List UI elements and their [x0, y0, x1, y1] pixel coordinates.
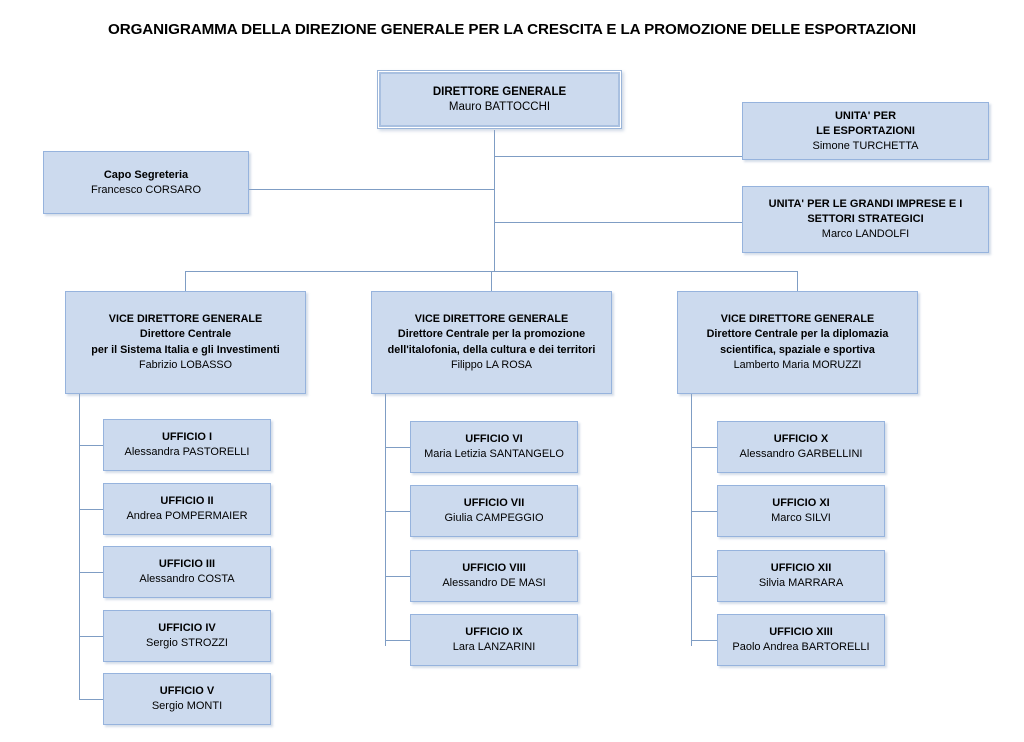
unita-esportazioni-name: Simone TURCHETTA [812, 139, 919, 152]
division-3-subtitle-line1: Direttore Centrale per la diplomazia [706, 328, 889, 340]
division-1-subtitle-line1: Direttore Centrale [139, 328, 232, 340]
office-5-name: Sergio MONTI [151, 700, 223, 712]
division-1-subtitle-line2: per il Sistema Italia e gli Investimenti [91, 343, 280, 356]
office-7-name: Giulia CAMPEGGIO [444, 512, 544, 524]
office-8-title: UFFICIO VIII [462, 562, 526, 574]
connector-spine-division-3 [691, 394, 692, 646]
office-4-title: UFFICIO IV [158, 622, 216, 634]
office-1-title: UFFICIO I [161, 431, 213, 443]
box-office-6[interactable]: UFFICIO VI Maria Letizia SANTANGELO [410, 421, 578, 473]
office-2-title: UFFICIO II [160, 495, 214, 507]
office-11-title: UFFICIO XI [772, 497, 830, 509]
office-4-name: Sergio STROZZI [146, 637, 228, 649]
connector-stub-office-2 [79, 509, 103, 510]
box-office-4[interactable]: UFFICIO IV Sergio STROZZI [103, 610, 271, 662]
box-office-8[interactable]: UFFICIO VIII Alessandro DE MASI [410, 550, 578, 602]
director-general-name: Mauro BATTOCCHI [448, 100, 551, 113]
division-2-subtitle-line2: dell'italofonia, della cultura e dei ter… [387, 343, 596, 356]
office-9-name: Lara LANZARINI [452, 641, 536, 653]
office-2-name: Andrea POMPERMAIER [126, 510, 248, 522]
unita-grandi-imprese-name: Marco LANDOLFI [821, 228, 910, 240]
box-capo-segreteria[interactable]: Capo Segreteria Francesco CORSARO [43, 151, 249, 214]
office-8-name: Alessandro DE MASI [442, 577, 546, 589]
box-office-5[interactable]: UFFICIO V Sergio MONTI [103, 673, 271, 725]
unita-grandi-imprese-role-line2: SETTORI STRATEGICI [807, 213, 924, 225]
office-1-name: Alessandra PASTORELLI [124, 446, 250, 458]
division-2-subtitle-line1: Direttore Centrale per la promozione [397, 328, 586, 340]
director-general-role: DIRETTORE GENERALE [432, 85, 567, 98]
connector-stub-office-4 [79, 636, 103, 637]
office-3-title: UFFICIO III [158, 558, 216, 570]
office-13-name: Paolo Andrea BARTORELLI [732, 641, 870, 653]
division-1-role: VICE DIRETTORE GENERALE [108, 312, 263, 325]
box-office-12[interactable]: UFFICIO XII Silvia MARRARA [717, 550, 885, 602]
connector-dg-to-secretariat [248, 189, 495, 190]
connector-stub-office-6 [385, 447, 410, 448]
division-3-role: VICE DIRETTORE GENERALE [720, 312, 875, 325]
box-office-9[interactable]: UFFICIO IX Lara LANZARINI [410, 614, 578, 666]
office-12-name: Silvia MARRARA [758, 577, 844, 589]
office-13-title: UFFICIO XIII [769, 626, 833, 638]
connector-stub-office-12 [691, 576, 717, 577]
office-6-name: Maria Letizia SANTANGELO [424, 448, 564, 460]
office-9-title: UFFICIO IX [465, 626, 523, 638]
office-5-title: UFFICIO V [159, 685, 215, 697]
connector-dg-to-unit-2 [494, 222, 742, 223]
box-unita-esportazioni[interactable]: UNITA' PER LE ESPORTAZIONI Simone TURCHE… [742, 102, 989, 160]
office-6-title: UFFICIO VI [465, 433, 523, 445]
capo-segreteria-name: Francesco CORSARO [90, 183, 202, 196]
page-title: ORGANIGRAMMA DELLA DIREZIONE GENERALE PE… [108, 21, 916, 38]
connector-stub-office-1 [79, 445, 103, 446]
office-3-name: Alessandro COSTA [139, 573, 235, 585]
office-10-title: UFFICIO X [773, 433, 829, 445]
capo-segreteria-role: Capo Segreteria [103, 168, 189, 181]
connector-stub-office-9 [385, 640, 410, 641]
office-11-name: Marco SILVI [771, 512, 831, 524]
office-7-title: UFFICIO VII [463, 497, 525, 509]
box-office-10[interactable]: UFFICIO X Alessandro GARBELLINI [717, 421, 885, 473]
division-1-name: Fabrizio LOBASSO [138, 359, 232, 371]
unita-esportazioni-role-line2: LE ESPORTAZIONI [816, 124, 915, 137]
connector-drop-division-1 [185, 271, 186, 291]
connector-dg-to-unit-1 [494, 156, 742, 157]
division-3-name: Lamberto Maria MORUZZI [733, 359, 862, 371]
office-12-title: UFFICIO XII [770, 562, 832, 574]
box-office-1[interactable]: UFFICIO I Alessandra PASTORELLI [103, 419, 271, 471]
connector-drop-division-3 [797, 271, 798, 291]
connector-dg-trunk [494, 130, 495, 272]
box-division-3[interactable]: VICE DIRETTORE GENERALE Direttore Centra… [677, 291, 918, 394]
box-unita-grandi-imprese[interactable]: UNITA' PER LE GRANDI IMPRESE E I SETTORI… [742, 186, 989, 253]
box-office-13[interactable]: UFFICIO XIII Paolo Andrea BARTORELLI [717, 614, 885, 666]
unita-grandi-imprese-role-line1: UNITA' PER LE GRANDI IMPRESE E I [768, 198, 963, 210]
connector-stub-office-13 [691, 640, 717, 641]
connector-stub-office-3 [79, 572, 103, 573]
connector-drop-division-2 [491, 271, 492, 291]
connector-stub-office-8 [385, 576, 410, 577]
office-10-name: Alessandro GARBELLINI [739, 448, 863, 460]
box-office-3[interactable]: UFFICIO III Alessandro COSTA [103, 546, 271, 598]
box-division-2[interactable]: VICE DIRETTORE GENERALE Direttore Centra… [371, 291, 612, 394]
connector-stub-office-10 [691, 447, 717, 448]
box-office-2[interactable]: UFFICIO II Andrea POMPERMAIER [103, 483, 271, 535]
box-office-7[interactable]: UFFICIO VII Giulia CAMPEGGIO [410, 485, 578, 537]
box-division-1[interactable]: VICE DIRETTORE GENERALE Direttore Centra… [65, 291, 306, 394]
connector-spine-division-1 [79, 394, 80, 699]
division-2-name: Filippo LA ROSA [450, 359, 532, 371]
connector-stub-office-5 [79, 699, 103, 700]
connector-stub-office-11 [691, 511, 717, 512]
division-2-role: VICE DIRETTORE GENERALE [414, 312, 569, 325]
connector-stub-office-7 [385, 511, 410, 512]
box-office-11[interactable]: UFFICIO XI Marco SILVI [717, 485, 885, 537]
division-3-subtitle-line2: scientifica, spaziale e sportiva [720, 343, 875, 356]
box-director-general[interactable]: DIRETTORE GENERALE Mauro BATTOCCHI [377, 70, 622, 129]
connector-spine-division-2 [385, 394, 386, 646]
unita-esportazioni-role-line1: UNITA' PER [834, 109, 897, 122]
